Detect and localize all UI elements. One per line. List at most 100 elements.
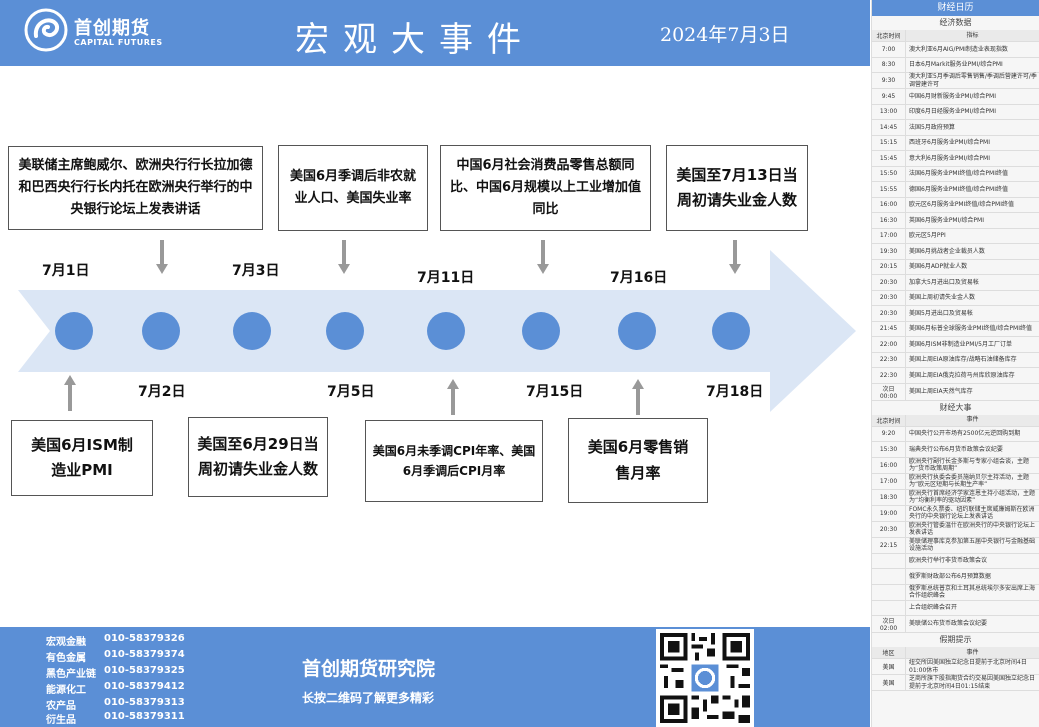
table-row: 俄罗斯财政部公布6月预算数据 — [872, 569, 1039, 585]
date-label: 7月5日 — [327, 384, 375, 400]
table-row: 上合组织峰会召开 — [872, 600, 1039, 616]
row-time: 22:30 — [872, 352, 906, 367]
contact-dept: 农产品 — [46, 701, 76, 712]
row-time: 15:50 — [872, 166, 906, 181]
row-time: 15:45 — [872, 151, 906, 166]
row-time: 17:00 — [872, 228, 906, 243]
row-time: 15:30 — [872, 442, 906, 457]
row-item: 欧洲央行管委温什在欧洲央行的中央银行论坛上发表讲话 — [909, 521, 1036, 537]
timeline-node — [522, 312, 560, 350]
table-row: 俄罗斯总统普京和土耳其总统埃尔多安出席上海合作组织峰会 — [872, 584, 1039, 601]
row-time: 16:00 — [872, 457, 906, 473]
timeline-node — [618, 312, 656, 350]
contact-dept: 宏观金融 — [46, 637, 86, 648]
contact-phone: 010-58379374 — [104, 649, 185, 660]
row-item: 法国6月服务业PMI终值/综合PMI终值 — [909, 170, 1008, 177]
row-time: 9:20 — [872, 426, 906, 441]
holiday-table-header: 地区事件 — [872, 647, 1039, 659]
row-time: 16:00 — [872, 197, 906, 212]
row-item: 西班牙6月服务业PMI/综合PMI — [909, 139, 990, 146]
arrow-up-icon — [632, 379, 644, 415]
header-bar: 首创期货 CAPITAL FUTURES 宏观大事件 2024年7月3日 — [0, 0, 870, 66]
event-box: 美国6月ISM制造业PMI — [11, 420, 153, 496]
row-item: 英国6月服务业PMI/综合PMI — [909, 216, 984, 224]
row-item: 中国6月财新服务业PMI/综合PMI — [909, 92, 996, 100]
contact-dept: 黑色产业链 — [46, 669, 96, 680]
row-time — [872, 569, 906, 584]
table-row: 欧洲央行举行非货币政策会议 — [872, 553, 1039, 569]
col-event: 事件 — [966, 416, 979, 424]
row-item: 美国6月挑战者企业裁员人数 — [909, 247, 985, 255]
row-item: 瑞典央行公布6月货币政策会议纪要 — [909, 445, 1003, 453]
event-box: 美国6月未季调CPI年率、美国6月季调后CPI月率 — [365, 420, 543, 502]
row-time: 20:30 — [872, 290, 906, 305]
row-time: 美国 — [872, 659, 906, 674]
row-item: FOMC永久票委、纽约联储主席威廉姆斯在欧洲央行的中央银行论坛上发表讲话 — [909, 505, 1035, 521]
date-label: 7月3日 — [232, 263, 280, 279]
row-time: 8:30 — [872, 57, 906, 72]
row-time: 22:30 — [872, 368, 906, 383]
econ-section-title: 经济数据 — [939, 18, 972, 27]
row-time — [872, 553, 906, 568]
institute-name: 首创期货研究院 — [302, 658, 436, 680]
calendar-title: 财经日历 — [872, 0, 1039, 16]
main-poster: 首创期货 CAPITAL FUTURES 宏观大事件 2024年7月3日 7月1… — [0, 0, 870, 727]
contact-phone: 010-58379311 — [104, 711, 185, 722]
date-label: 7月11日 — [417, 270, 475, 286]
row-time — [872, 600, 906, 615]
row-time: 19:30 — [872, 244, 906, 259]
row-time: 次日 02:00 — [872, 616, 906, 632]
date-label: 7月1日 — [42, 263, 90, 279]
row-time: 14:45 — [872, 120, 906, 135]
row-time: 17:00 — [872, 473, 906, 489]
row-item: 加拿大5月进出口及贸易帐 — [909, 278, 979, 286]
date-label: 7月18日 — [706, 384, 764, 400]
row-time: 20:30 — [872, 521, 906, 537]
timeline-node — [55, 312, 93, 350]
holiday-section-title: 假期提示 — [939, 635, 972, 644]
row-item: 欧洲央行首席经济学家连恩主持小组活动，主题为“均衡利率的驱动因素” — [909, 489, 1036, 505]
event-box: 美联储主席鲍威尔、欧洲央行行长拉加德和巴西央行行长内托在欧洲央行举行的中央银行论… — [8, 146, 263, 230]
holiday-table: 美国纽交所因美国独立纪念日提前于北京时间4日01:00休市美国芝商所旗下股指期货… — [872, 659, 1039, 691]
arrow-down-icon — [537, 240, 549, 274]
col-time: 北京时间 — [872, 414, 906, 426]
row-item: 欧洲央行举行非货币政策会议 — [909, 557, 988, 564]
footer-bar: 宏观金融 010-58379326 有色金属 010-58379374 黑色产业… — [0, 627, 870, 727]
row-time: 13:00 — [872, 104, 906, 119]
row-item: 美国6月ISM非制造业PMI/5月工厂订单 — [909, 340, 1012, 348]
row-item: 欧洲央行副行长金多斯与专家小组会谈，主题为“货币政策周期” — [909, 457, 1030, 473]
qr-hint: 长按二维码了解更多精彩 — [302, 691, 435, 705]
arrow-down-icon — [338, 240, 350, 274]
report-date: 2024年7月3日 — [660, 24, 790, 46]
row-item: 中国央行公开市场有2500亿元逆回购到期 — [909, 430, 1021, 437]
table-row: 美国纽交所因美国独立纪念日提前于北京时间4日01:00休市 — [872, 659, 1039, 675]
row-item: 欧洲央行执委会委员施纳贝尔主持活动，主题为“欧元区短期与长期生产率” — [909, 473, 1030, 489]
row-time: 22:00 — [872, 337, 906, 352]
row-time: 19:00 — [872, 505, 906, 521]
row-item: 俄罗斯总统普京和土耳其总统埃尔多安出席上海合作组织峰会 — [909, 584, 1036, 600]
row-item: 印度6月日经服务业PMI/综合PMI — [909, 108, 996, 115]
